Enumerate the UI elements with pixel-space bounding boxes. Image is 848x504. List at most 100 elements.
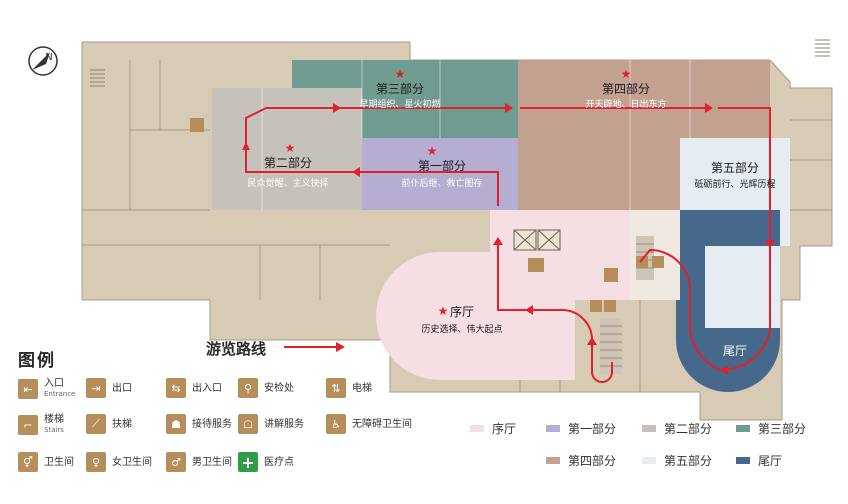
- zone-xuting-sub: 历史选择、伟大起点: [421, 323, 502, 335]
- legend-item-label: 扶梯: [112, 418, 132, 430]
- toilet-map-icon: [190, 118, 204, 132]
- legend-item-label: 讲解服务: [264, 418, 304, 430]
- zone-part4-title: 第四部分: [602, 81, 650, 96]
- legend-item-female-toilet: ♀ 女卫生间: [86, 452, 152, 472]
- legend-item-guide: ☖ 讲解服务: [238, 414, 304, 434]
- zone-key-2: 第二部分: [642, 420, 712, 437]
- zone-key-swatch: [546, 457, 560, 464]
- exit-icon: ⇥: [86, 378, 106, 398]
- zone-key-swatch: [546, 425, 560, 432]
- legend-item-label: 接待服务: [192, 418, 232, 430]
- zone-key-label: 第四部分: [568, 454, 617, 468]
- zone-key-swatch: [736, 425, 750, 432]
- legend-item-reception: ☗ 接待服务: [166, 414, 232, 434]
- star-part4: ★: [621, 67, 632, 81]
- zone-key-label: 第五部分: [664, 454, 713, 468]
- medical-icon: +: [238, 452, 258, 472]
- stairs-icon: ⌐: [18, 415, 38, 435]
- zone-part1-title: 第一部分: [418, 158, 466, 173]
- legend-item-label: 男卫生间: [192, 456, 232, 468]
- zone-xuting: [376, 210, 630, 380]
- legend-item-exit: ⇥ 出口: [86, 378, 132, 398]
- legend-item-sublabel: Stairs: [44, 426, 64, 434]
- zone-key-0: 序厅: [470, 420, 516, 437]
- zone-key-5: 第五部分: [642, 452, 712, 469]
- escalator-map-icon: [604, 300, 616, 312]
- legend-item-accessible-toilet: ♿ 无障碍卫生间: [326, 414, 412, 434]
- zone-key-swatch: [470, 425, 484, 432]
- zone-key-label: 第二部分: [664, 422, 713, 436]
- entrance-map-icon: [652, 256, 664, 268]
- male-toilet-icon: ♂: [166, 452, 186, 472]
- legend-item-label: 电梯: [352, 382, 372, 394]
- zone-weiting-title: 尾厅: [723, 344, 747, 358]
- entry-exit-icon: ⇆: [166, 378, 186, 398]
- escalator-icon: ⟋: [86, 414, 106, 434]
- legend-item-sublabel: Entrance: [44, 390, 76, 398]
- compass-icon: N: [28, 46, 58, 76]
- female-toilet-icon: ♀: [86, 452, 106, 472]
- legend-item-label: 无障碍卫生间: [352, 418, 412, 430]
- legend-item-label: 医疗点: [264, 456, 294, 468]
- reception-icon: ☗: [166, 414, 186, 434]
- accessible-toilet-icon: ♿: [326, 414, 346, 434]
- legend-item-security: ⚲ 安检处: [238, 378, 294, 398]
- legend-item-label: 卫生间: [44, 456, 74, 468]
- female-toilet-map-icon: [604, 268, 618, 282]
- zone-weiting-inner: [705, 246, 780, 328]
- legend-item-entry-exit: ⇆出入口: [166, 378, 222, 398]
- zone-key-swatch: [736, 457, 750, 464]
- zone-part2-title: 第二部分: [264, 155, 312, 170]
- route-label: 游览路线: [206, 340, 267, 358]
- legend-item-label: 安检处: [264, 382, 294, 394]
- star-part2: ★: [285, 141, 296, 155]
- exit-map-icon: [590, 300, 602, 312]
- zone-key-3: 第三部分: [736, 420, 806, 437]
- zone-key-1: 第一部分: [546, 420, 616, 437]
- zone-key-4: 第四部分: [546, 452, 616, 469]
- zone-key-label: 第三部分: [758, 422, 807, 436]
- legend-title: 图例: [18, 351, 56, 371]
- star-xuting: ★: [438, 304, 449, 318]
- zone-part3-sub: 早期组织、星火初燃: [359, 98, 440, 110]
- zone-key-label: 第一部分: [568, 422, 617, 436]
- zone-part1-sub: 前仆后继、救亡图存: [401, 177, 482, 189]
- zone-part2-sub: 民众觉醒、主义抉择: [247, 177, 328, 189]
- svg-text:N: N: [45, 52, 52, 63]
- security-icon: ⚲: [238, 378, 258, 398]
- zone-part3-title: 第三部分: [376, 81, 424, 96]
- toilet-icon: ⚥: [18, 452, 38, 472]
- entrance-icon: ⇤: [18, 379, 38, 399]
- legend-item-label: 出口: [112, 382, 132, 394]
- legend-item-medical: + 医疗点: [238, 452, 294, 472]
- zone-key-label: 尾厅: [758, 454, 783, 468]
- route-arrow-sample: [336, 342, 345, 352]
- elevator-block: [513, 229, 561, 251]
- zone-xuting-title: 序厅: [450, 304, 474, 319]
- zone-part1: [362, 138, 518, 210]
- zone-part5-sub: 砥砺前行、光辉历程: [694, 178, 775, 190]
- star-part1: ★: [427, 144, 438, 158]
- legend-item-elevator: ⇅ 电梯: [326, 378, 372, 398]
- legend-item-toilet: ⚥ 卫生间: [18, 452, 74, 472]
- tour-route: [245, 107, 771, 383]
- elevator-icon: [528, 258, 544, 272]
- zone-grid: [261, 60, 691, 210]
- elevator-icon: ⇅: [326, 378, 346, 398]
- legend-item-label: 女卫生间: [112, 456, 152, 468]
- zone-part5-title: 第五部分: [711, 160, 759, 175]
- star-part3: ★: [395, 67, 406, 81]
- legend-item-escalator: ⟋ 扶梯: [86, 414, 132, 434]
- zone-key-swatch: [642, 457, 656, 464]
- zone-key-swatch: [642, 425, 656, 432]
- route-line-sample: [284, 346, 340, 348]
- zone-key-label: 序厅: [492, 422, 517, 436]
- guide-icon: ☖: [238, 414, 258, 434]
- zone-stars: ★ ★ ★ ★ ★: [285, 67, 632, 318]
